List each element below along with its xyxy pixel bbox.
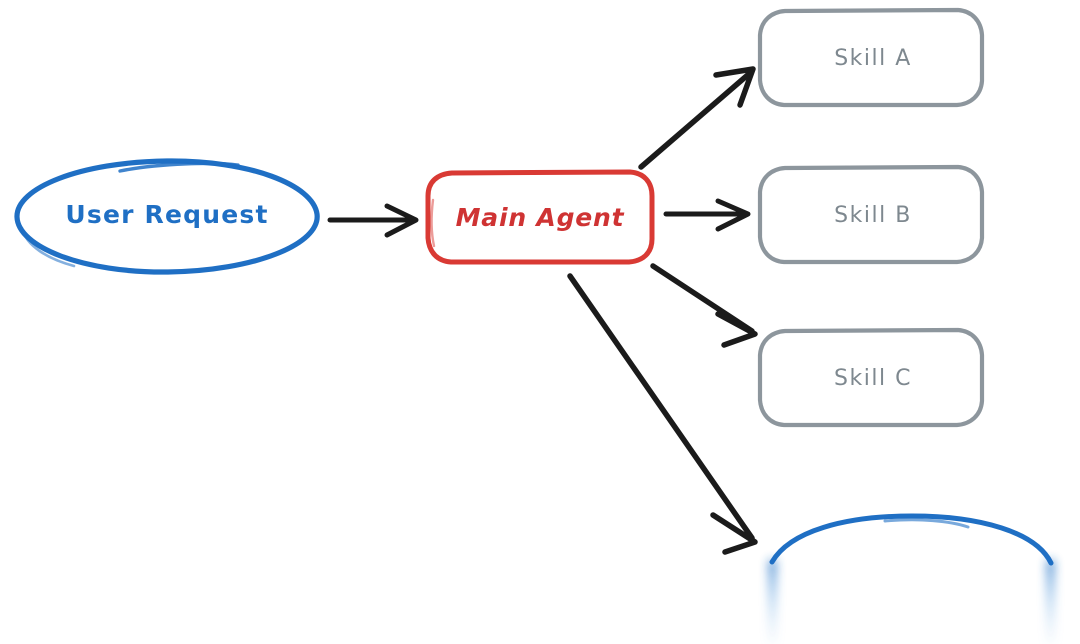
node-skill-b[interactable]: Skill B [757,164,985,265]
node-label-main-agent: Main Agent [456,203,625,232]
edge-user-to-main-agent [327,203,419,238]
node-label-skill-c: Skill C [834,366,912,391]
node-partial-ellipse[interactable] [769,513,1054,644]
edge-main-agent-to-skill-c [650,263,758,348]
node-label-user-request: User Request [65,200,268,229]
node-user-request[interactable]: User Request [14,158,320,275]
node-skill-a[interactable]: Skill A [757,7,985,108]
node-label-skill-b: Skill B [834,203,912,228]
node-main-agent[interactable]: Main Agent [425,169,655,265]
edge-main-agent-to-skill-a [638,66,756,170]
node-skill-c[interactable]: Skill C [757,327,985,428]
node-label-skill-a: Skill A [834,46,912,71]
edge-main-agent-to-skill-b [663,198,751,232]
edge-main-agent-to-partial-ellipse [567,273,758,555]
